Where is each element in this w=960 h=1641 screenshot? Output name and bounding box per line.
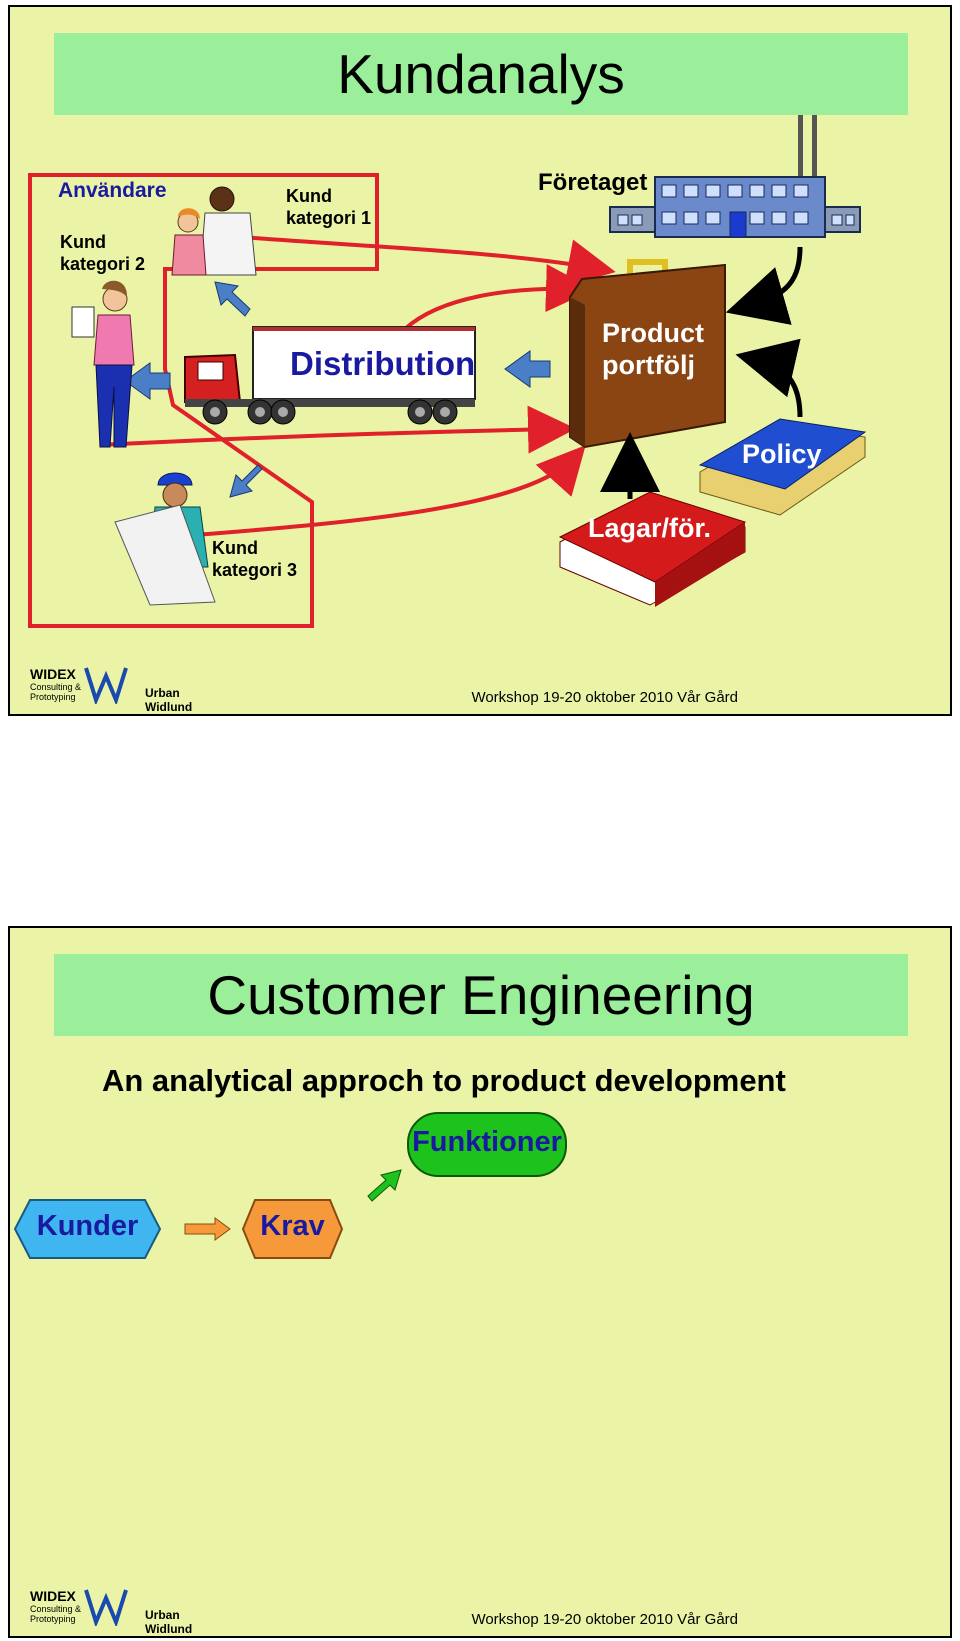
blue-arrow-portfolio-to-truck [504,350,551,388]
blue-arrow-truck-to-woman [124,362,171,400]
footer-event: Workshop 19-20 oktober 2010 Vår Gård [471,1611,738,1628]
slide-subtitle: An analytical approch to product develop… [102,1063,786,1098]
slide-title: Kundanalys [337,43,625,105]
policy-book-icon [698,418,867,516]
krav-node [241,1199,344,1259]
policy-label: Policy [742,439,822,469]
title-bar: Kundanalys [54,33,908,115]
couple-figure-icon [171,186,257,276]
brand-name: WIDEX [30,666,76,682]
laws-label: Lagar/för. [588,513,712,543]
slide-customer-engineering: Customer Engineering An analytical appro… [8,926,952,1638]
truck-icon [184,326,476,425]
arrow-policy-to-portfolio [735,338,803,418]
kunder-node [13,1199,162,1259]
slide-title: Customer Engineering [207,964,755,1026]
flow-line-4 [194,445,586,537]
users-label: Användare [58,179,167,202]
company-label: Företaget [538,169,648,196]
krav-label: Krav [260,1210,325,1242]
blue-arrow-to-couple [214,281,251,317]
arrow-kunder-to-krav [184,1217,231,1241]
flow-line-2 [403,264,594,331]
brand-name: WIDEX [30,1588,76,1604]
widex-logo-icon [84,667,128,704]
footer-author: Urban Widlund [145,1608,193,1636]
product-portfolio-label: Product portfölj [602,318,705,380]
footer-brand: WIDEX Consulting & Prototyping Urban Wid… [30,666,230,714]
widex-logo-icon [84,1589,128,1626]
flow-line-1 [239,235,616,287]
kunder-label: Kunder [36,1210,139,1242]
worker-figure-icon [114,472,216,606]
customer-category-3-label: Kund kategori 3 [212,538,298,580]
footer-event: Workshop 19-20 oktober 2010 Vår Gård [471,689,738,706]
footer-author: Urban Widlund [145,686,193,714]
briefcase-icon [569,259,726,449]
brand-subtitle: Consulting & Prototyping [30,1604,82,1624]
woman-figure-icon [71,280,135,448]
arrow-factory-to-portfolio [725,246,803,325]
kundanalys-diagram [28,115,867,628]
flow-line-3 [99,405,576,454]
process-diagram [13,1112,567,1259]
customer-category-1-label: Kund kategori 1 [286,186,372,228]
funktioner-node [407,1112,567,1177]
customer-category-2-label: Kund kategori 2 [60,232,146,274]
laws-book-icon [558,491,747,607]
slide-kundanalys: Kundanalys [8,5,952,716]
funktioner-label: Funktioner [412,1126,562,1158]
footer-brand: WIDEX Consulting & Prototyping Urban Wid… [30,1588,230,1636]
brand-subtitle: Consulting & Prototyping [30,682,82,702]
title-bar: Customer Engineering [54,954,908,1036]
distribution-label: Distribution [290,345,476,382]
blue-arrow-to-worker [229,464,263,498]
factory-icon [609,115,861,238]
arrow-krav-to-funktioner [367,1169,402,1202]
